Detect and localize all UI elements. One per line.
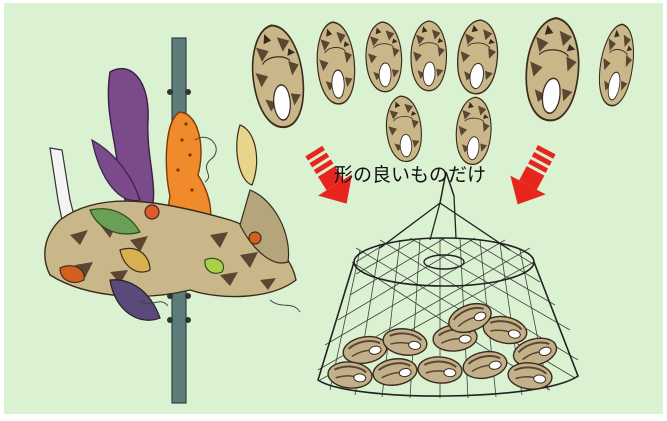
oyster-shell-icon: [364, 21, 403, 92]
oyster-shell-icon: [595, 22, 638, 108]
oyster-shell-icon: [455, 96, 493, 165]
oyster-shell-icon: [314, 21, 358, 106]
oyster-shell-icon: [523, 16, 582, 122]
red-arrow-icon: [500, 140, 564, 214]
caption-text: 形の良いものだけ: [334, 160, 486, 187]
oyster-shell-icon: [383, 94, 424, 163]
mesh-basket-icon: [318, 172, 578, 398]
oyster-shell-icon: [411, 21, 447, 91]
oyster-shell-icon: [455, 19, 500, 95]
oyster-shell-icon: [246, 22, 309, 130]
